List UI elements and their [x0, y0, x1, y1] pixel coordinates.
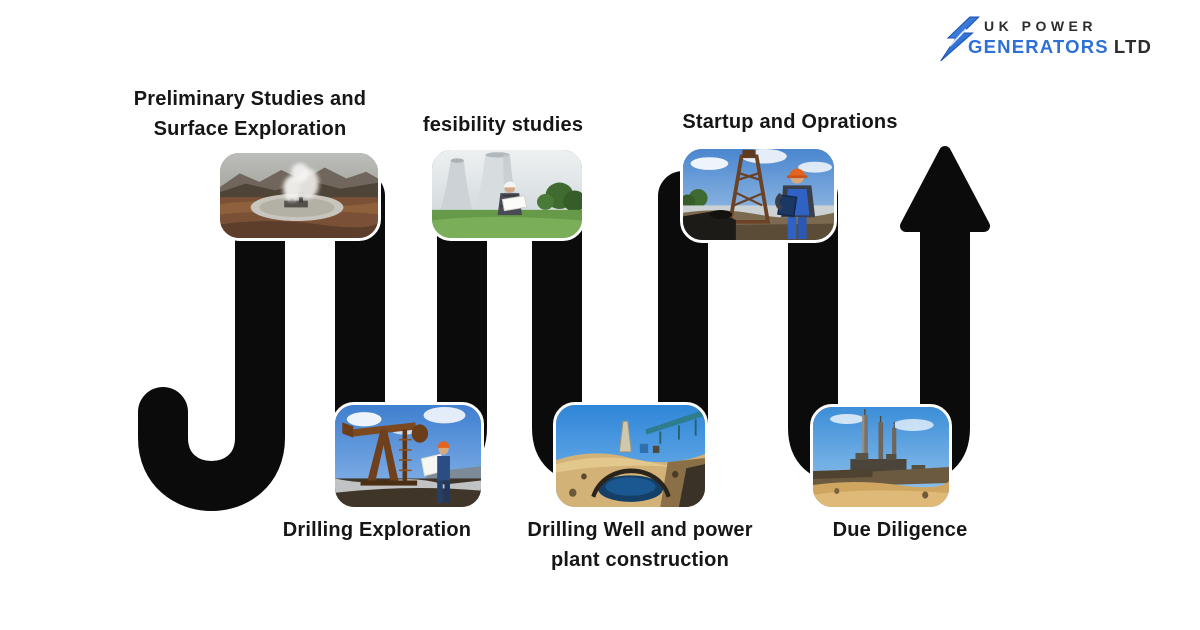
stage-photo-drilling-exploration [332, 402, 484, 510]
lightning-bolt-icon [940, 16, 980, 62]
arrow-up-head [900, 146, 990, 232]
brand-generators-text: GENERATORS [968, 36, 1109, 57]
stage-label-preliminary-studies: Preliminary Studies and Surface Explorat… [133, 88, 367, 140]
stage-label-drilling-exploration: Drilling Exploration [282, 519, 472, 541]
photo-art-geothermal-aerial [220, 153, 378, 238]
stage-label-fesibility-studies: fesibility studies [422, 114, 584, 136]
stage-photo-due-diligence [810, 404, 952, 510]
stage-label-startup-oprations: Startup and Oprations [682, 111, 898, 133]
brand-name-line1: UK POWER [984, 18, 1097, 34]
photo-art-desert-well-site [556, 405, 705, 507]
stage-photo-fesibility-studies [429, 147, 585, 241]
stage-label-drilling-well-construction: Drilling Well and power plant constructi… [527, 519, 753, 571]
photo-art-power-station-desert [813, 407, 949, 507]
stage-photo-drilling-well-construction [553, 402, 708, 510]
photo-art-cooling-towers [432, 150, 582, 238]
photo-art-pumpjack [335, 405, 481, 507]
photo-art-drilling-rig-worker [683, 149, 834, 240]
stage-photo-preliminary-studies [217, 150, 381, 241]
brand-ltd-text: LTD [1113, 36, 1153, 57]
stage-label-due-diligence: Due Diligence [832, 519, 968, 541]
stage-photo-startup-oprations [680, 146, 837, 243]
